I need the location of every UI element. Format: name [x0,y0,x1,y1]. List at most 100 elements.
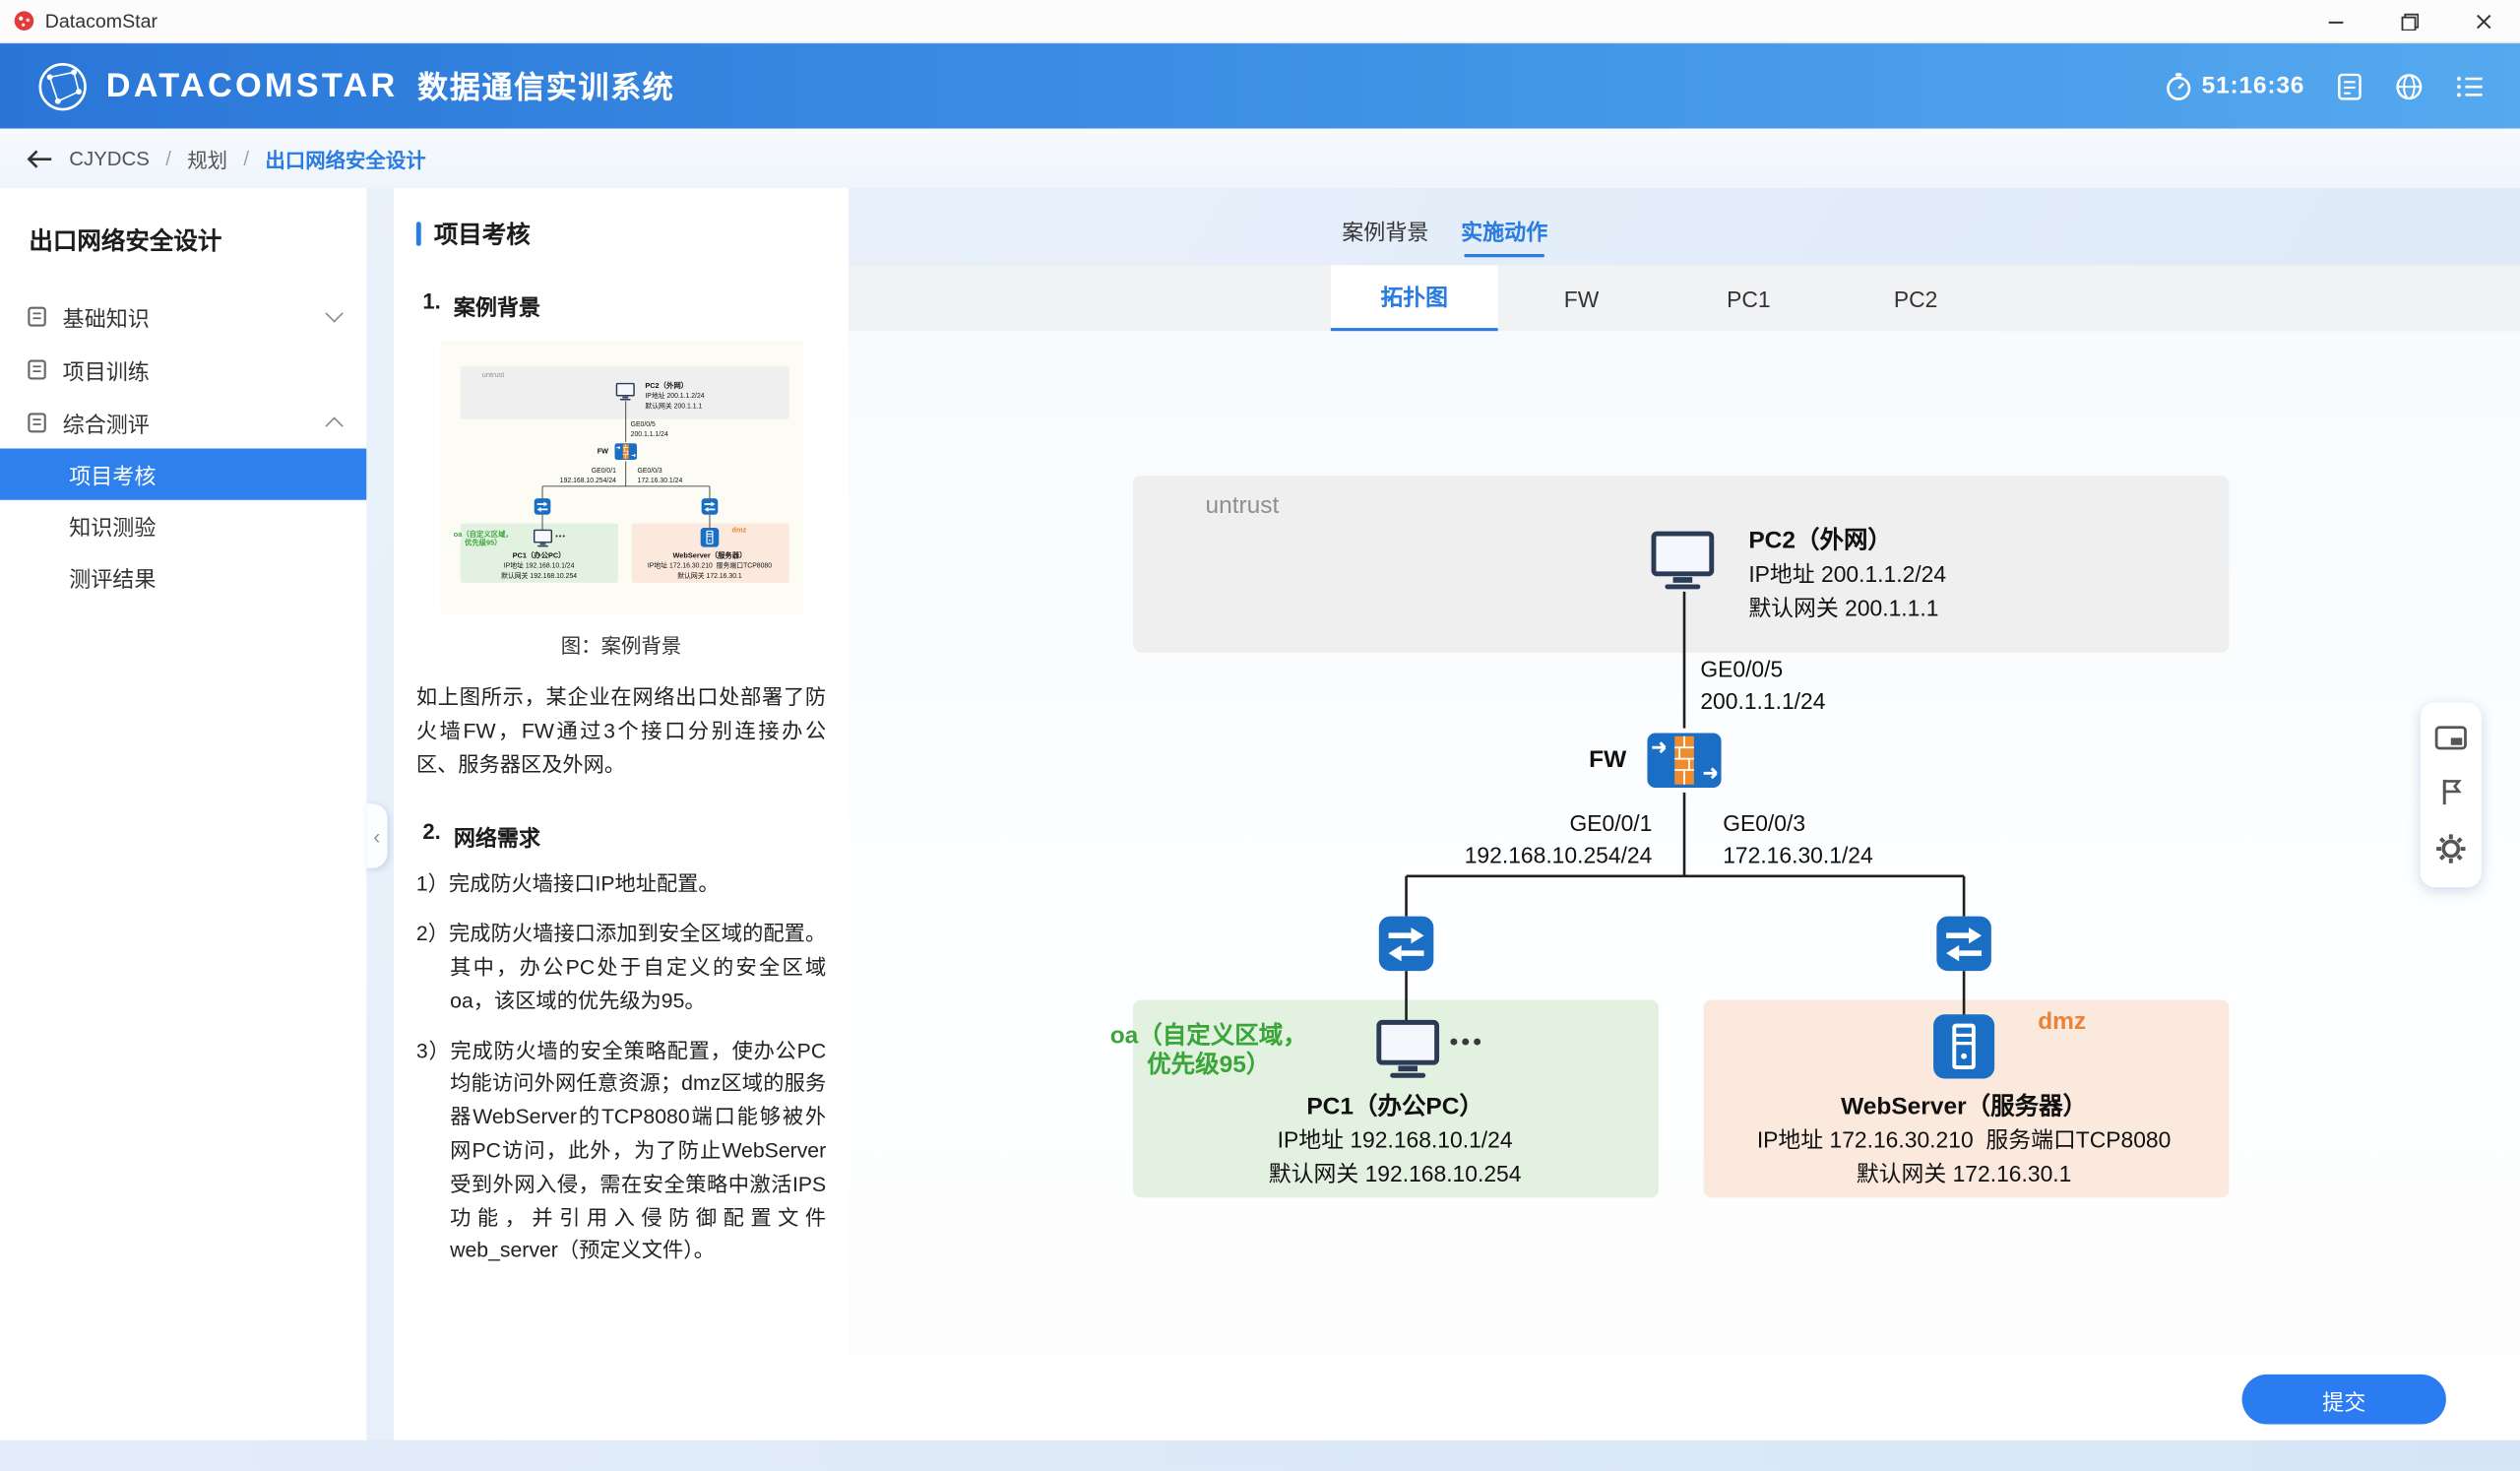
sidebar-item-training[interactable]: 项目训练 [0,343,366,396]
action-bar: 提交 [849,1355,2520,1440]
sidebar-item-assessment[interactable]: 综合测评 [0,396,366,449]
sidebar-subitem-label: 知识测验 [69,516,157,541]
tab-topology[interactable]: 拓扑图 [1330,265,1498,332]
pc2-node[interactable] [1649,531,1717,600]
switch-left-node[interactable] [1377,915,1435,981]
pc1-labels: PC1（办公PC） IP地址 192.168.10.1/24 默认网关 192.… [1268,1093,1522,1186]
switch-icon [700,498,718,515]
pc2-labels: PC2（外网） IP地址 200.1.1.2/24 默认网关 200.1.1.1 [1748,527,1947,620]
webserver-labels: WebServer（服务器） IP地址 172.16.30.210 服务端口TC… [1756,1093,2172,1186]
device-tabstrip: 拓扑图 FW PC1 PC2 [849,265,2520,332]
switch-icon [1378,916,1434,972]
section-case-background: 1.案例背景 [422,288,541,320]
panel-title: 项目考核 [433,222,531,250]
pip-view-icon[interactable] [2434,725,2467,752]
sidebar-subitem-label: 项目考核 [69,464,157,489]
monitor-icon [614,382,634,401]
switch-right-node[interactable] [1935,915,1993,981]
topology-diagram: untrust oa（自定义区域， 优先级95） dmz [448,363,790,585]
section-network-requirements: 2.网络需求 [422,820,541,852]
requirement-item: 1）完成防火墙接口IP地址配置。 [415,871,720,897]
firewall-icon [613,443,637,460]
pc2-node[interactable] [614,382,635,404]
server-icon [699,527,719,547]
pc2-labels: PC2（外网） IP地址 200.1.1.2/24 默认网关 200.1.1.1 [644,381,704,410]
brand-subtitle: 数据通信实训系统 [417,72,675,106]
topology-diagram: untrust oa（自定义区域， 优先级95） dmz [1093,466,2234,1205]
zone-dmz-label: dmz [2038,1007,2087,1036]
case-figure-image: untrust oa（自定义区域， 优先级95） dmz [439,341,803,614]
pc1-node[interactable] [1374,1019,1442,1088]
accent-bar [415,222,421,246]
requirement-item: 2）完成防火墙接口添加到安全区域的配置。其中，办公PC处于自定义的安全区域oa，… [415,921,827,1013]
switch-right-node[interactable] [700,498,718,518]
gear-icon[interactable] [2434,833,2467,865]
tab-pc1[interactable]: PC1 [1727,285,1771,311]
mode-tabs: 案例背景 实施动作 [1342,214,1547,258]
network-globe-icon[interactable] [2395,72,2424,100]
firewall-node[interactable] [613,442,637,464]
requirement-item: 3）完成防火墙的安全策略配置，使办公PC均能访问外网任意资源；dmz区域的服务器… [415,1038,827,1263]
sidebar-subitem-knowledge-quiz[interactable]: 知识测验 [0,500,366,551]
pc1-dots: ••• [554,532,566,541]
pc1-node[interactable] [532,529,552,549]
fw-label: FW [1589,745,1627,774]
breadcrumb-separator: / [243,147,250,170]
sidebar-item-basics[interactable]: 基础知识 [0,289,366,343]
report-icon[interactable] [2337,72,2362,100]
app-name: DatacomStar [44,9,158,32]
breadcrumb-current: 出口网络安全设计 [265,149,426,172]
tab-implementation[interactable]: 实施动作 [1461,214,1547,258]
brand-globe-icon [35,59,91,114]
monitor-icon [533,529,552,547]
zone-untrust-label: untrust [1205,491,1280,520]
doc-icon [28,358,46,379]
breadcrumb-root[interactable]: CJYDCS [69,147,150,170]
submit-button[interactable]: 提交 [2241,1374,2446,1425]
flag-icon[interactable] [2436,777,2465,807]
breadcrumb-level1[interactable]: 规划 [187,149,228,172]
app-header: DATACOMSTAR 数据通信实训系统 51:16:36 [0,43,2520,129]
close-button[interactable] [2446,0,2520,41]
zone-untrust-label: untrust [480,370,504,380]
link-label-ge001: GE0/0/1 192.168.10.254/24 [1464,809,1653,868]
os-titlebar: DatacomStar [0,0,2520,44]
instructions-panel: 项目考核 1.案例背景 untrust oa（自定义区域， 优先级95） dmz [393,188,850,1440]
figure-caption: 图：案例背景 [560,634,682,658]
back-arrow-icon[interactable] [26,147,53,169]
menu-list-icon[interactable] [2456,73,2485,98]
chevron-down-icon [325,304,344,323]
topology-canvas: untrust oa（自定义区域， 优先级95） dmz [849,331,2520,1356]
sidebar-collapse-handle[interactable]: ‹ [366,803,388,868]
tab-case-background[interactable]: 案例背景 [1342,220,1429,245]
background-paragraph: 如上图所示，某企业在网络出口处部署了防火墙FW，FW通过3个接口分别连接办公区、… [415,684,827,776]
minimize-button[interactable] [2299,0,2372,41]
pc1-labels: PC1（办公PC） IP地址 192.168.10.1/24 默认网关 192.… [500,550,577,580]
breadcrumb-separator: / [165,147,171,170]
firewall-node[interactable] [1646,729,1723,800]
webserver-node[interactable] [1931,1013,1995,1089]
link-label-ge003: GE0/0/3 172.16.30.1/24 [1723,809,1873,868]
tab-pc2[interactable]: PC2 [1893,285,1938,311]
maximize-button[interactable] [2372,0,2446,41]
switch-left-node[interactable] [533,498,550,518]
link-label-ge005: GE0/0/5 200.1.1.1/24 [1700,656,1826,714]
webserver-node[interactable] [699,527,719,550]
sidebar-subitem-label: 测评结果 [69,567,157,592]
link-label-ge001: GE0/0/1 192.168.10.254/24 [558,466,616,484]
tab-fw[interactable]: FW [1563,285,1600,311]
doc-icon [28,305,46,326]
switch-icon [533,498,550,515]
sidebar-item-label: 项目训练 [62,358,150,384]
mini-topology: untrust oa（自定义区域， 优先级95） dmz [448,363,790,585]
sidebar-item-label: 基础知识 [62,306,150,331]
sidebar-subitem-project-exam[interactable]: 项目考核 [0,448,367,500]
course-title: 出口网络安全设计 [29,227,222,256]
topology-links [1405,591,1966,1023]
timer-value: 51:16:36 [2201,72,2305,100]
link-label-ge003: GE0/0/3 172.16.30.1/24 [636,466,682,484]
zone-oa-label: oa（自定义区域， 优先级95） [1109,1022,1307,1079]
sidebar-subitem-results[interactable]: 测评结果 [0,551,366,603]
